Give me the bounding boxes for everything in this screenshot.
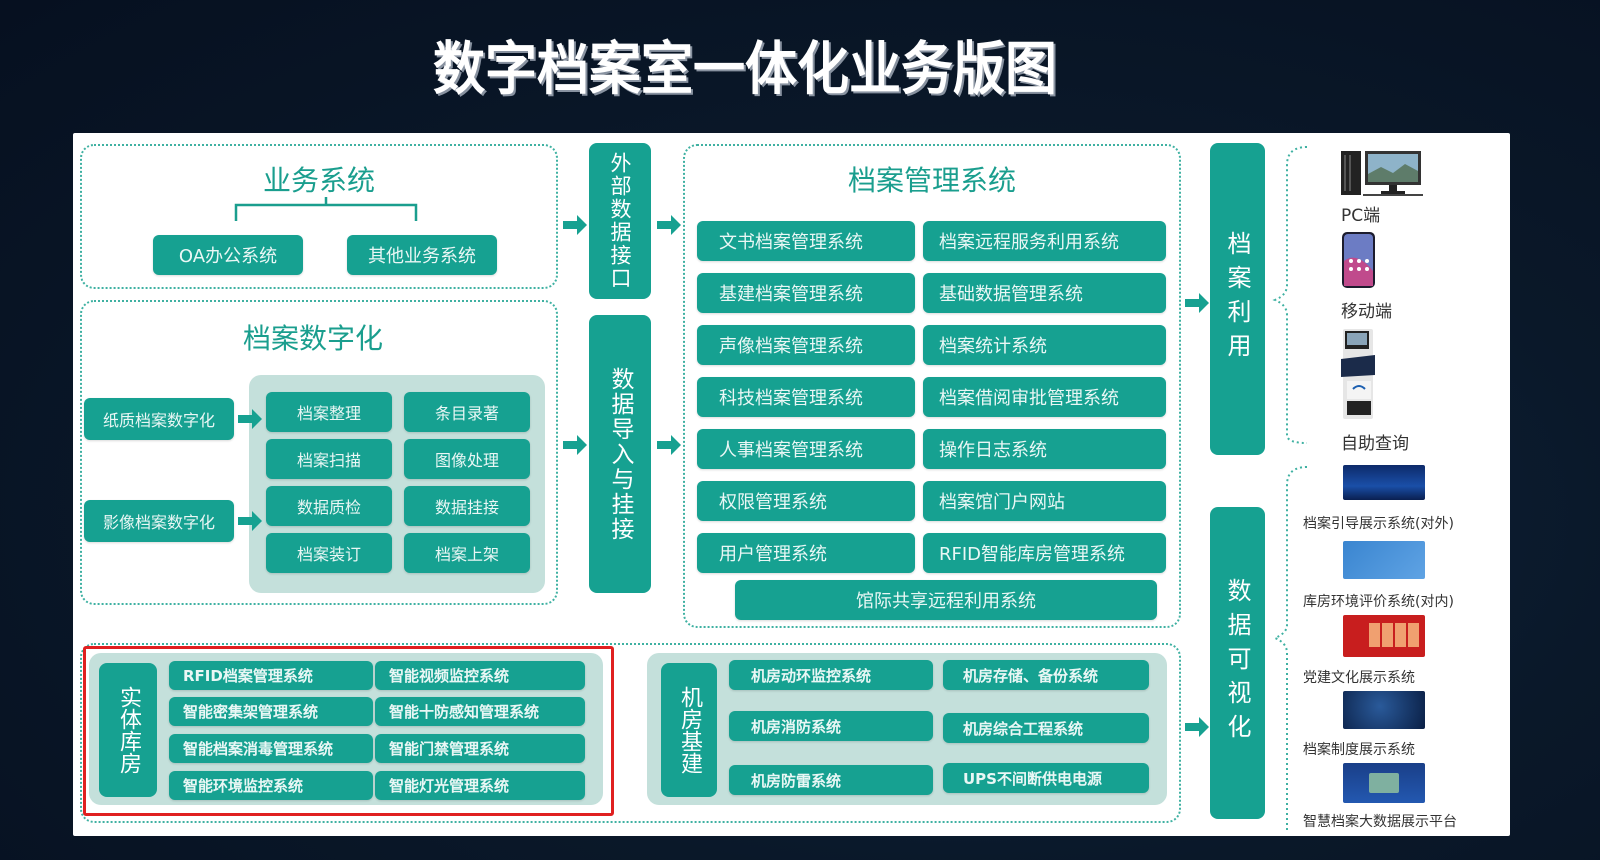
viz-label-party-culture: 党建文化展示系统 xyxy=(1303,670,1415,686)
device-label-kiosk: 自助查询 xyxy=(1341,434,1409,454)
machine-room-label: 机房基建 xyxy=(661,663,717,797)
arrow-right-icon xyxy=(563,215,587,235)
digitization-title: 档案数字化 xyxy=(242,322,383,355)
storage-item-lighting[interactable]: 智能灯光管理系统 xyxy=(375,771,585,800)
arrow-right-icon xyxy=(1185,717,1209,737)
party-culture-thumbnail xyxy=(1343,615,1425,657)
storage-item-disinfection[interactable]: 智能档案消毒管理系统 xyxy=(169,734,373,763)
business-systems-group xyxy=(80,144,558,289)
machine-item-storage-backup[interactable]: 机房存储、备份系统 xyxy=(943,660,1149,690)
arrow-right-icon xyxy=(657,435,681,455)
viz-label-policy-display: 档案制度展示系统 xyxy=(1303,742,1415,758)
storage-environment-thumbnail xyxy=(1343,541,1425,579)
mgmt-item-borrow-approval[interactable]: 档案借阅审批管理系统 xyxy=(923,377,1166,417)
storage-item-video-monitoring[interactable]: 智能视频监控系统 xyxy=(375,661,585,690)
policy-display-thumbnail xyxy=(1343,691,1425,729)
diagram-canvas: 业务系统 OA办公系统 其他业务系统 档案数字化 纸质档案数字化 影像档案数字化… xyxy=(73,133,1510,836)
business-systems-title: 业务系统 xyxy=(262,164,375,197)
brace-icon xyxy=(1272,466,1308,833)
step-binding-button[interactable]: 档案装订 xyxy=(266,533,392,573)
device-label-mobile: 移动端 xyxy=(1341,302,1392,322)
physical-storage-highlight xyxy=(83,646,614,816)
step-scanning-button[interactable]: 档案扫描 xyxy=(266,439,392,479)
oa-system-button[interactable]: OA办公系统 xyxy=(153,235,303,275)
arrow-right-icon xyxy=(238,511,262,531)
mgmt-item-permissions[interactable]: 权限管理系统 xyxy=(697,481,915,521)
storage-item-compact-shelving[interactable]: 智能密集架管理系统 xyxy=(169,697,373,726)
digitization-group xyxy=(80,300,558,605)
arrow-right-icon xyxy=(657,215,681,235)
mgmt-item-remote-service[interactable]: 档案远程服务利用系统 xyxy=(923,221,1166,261)
mgmt-item-audiovisual[interactable]: 声像档案管理系统 xyxy=(697,325,915,365)
archive-management-group xyxy=(683,144,1181,628)
mgmt-item-rfid-storage[interactable]: RFID智能库房管理系统 xyxy=(923,533,1166,573)
step-cataloging-button[interactable]: 条目录著 xyxy=(404,392,530,432)
mgmt-item-users[interactable]: 用户管理系统 xyxy=(697,533,915,573)
physical-storage-label: 实体库房 xyxy=(99,663,157,797)
image-digitization-button[interactable]: 影像档案数字化 xyxy=(84,500,234,542)
machine-item-integrated-engineering[interactable]: 机房综合工程系统 xyxy=(943,713,1149,743)
machine-item-lightning-protection[interactable]: 机房防雷系统 xyxy=(729,765,933,795)
storage-item-ten-protection[interactable]: 智能十防感知管理系统 xyxy=(375,697,585,726)
big-data-platform-thumbnail xyxy=(1343,763,1425,803)
storage-item-environment[interactable]: 智能环境监控系统 xyxy=(169,771,373,800)
kiosk-icon xyxy=(1341,329,1375,419)
archive-management-title: 档案管理系统 xyxy=(847,164,1016,197)
tree-connector-icon xyxy=(234,197,418,221)
data-visualization-label: 数据可视化 xyxy=(1210,507,1265,819)
brace-icon xyxy=(1272,146,1308,444)
archive-use-label: 档案利用 xyxy=(1210,143,1265,455)
viz-label-guide-display: 档案引导展示系统(对外) xyxy=(1303,516,1454,532)
step-quality-check-button[interactable]: 数据质检 xyxy=(266,486,392,526)
mgmt-item-interlibrary-sharing[interactable]: 馆际共享远程利用系统 xyxy=(735,580,1157,620)
data-import-linking: 数据导入与挂接 xyxy=(589,315,651,593)
mgmt-item-document[interactable]: 文书档案管理系统 xyxy=(697,221,915,261)
arrow-right-icon xyxy=(238,409,262,429)
step-organize-button[interactable]: 档案整理 xyxy=(266,392,392,432)
mgmt-item-infrastructure[interactable]: 基建档案管理系统 xyxy=(697,273,915,313)
paper-digitization-button[interactable]: 纸质档案数字化 xyxy=(84,398,234,440)
mgmt-item-technology[interactable]: 科技档案管理系统 xyxy=(697,377,915,417)
machine-item-ups[interactable]: UPS不间断供电电源 xyxy=(943,763,1149,793)
mgmt-item-portal[interactable]: 档案馆门户网站 xyxy=(923,481,1166,521)
mgmt-item-operation-log[interactable]: 操作日志系统 xyxy=(923,429,1166,469)
infrastructure-group xyxy=(80,643,1181,823)
mgmt-item-personnel[interactable]: 人事档案管理系统 xyxy=(697,429,915,469)
step-data-linking-button[interactable]: 数据挂接 xyxy=(404,486,530,526)
mgmt-item-statistics[interactable]: 档案统计系统 xyxy=(923,325,1166,365)
step-image-processing-button[interactable]: 图像处理 xyxy=(404,439,530,479)
step-shelving-button[interactable]: 档案上架 xyxy=(404,533,530,573)
machine-item-fire-protection[interactable]: 机房消防系统 xyxy=(729,711,933,741)
storage-item-rfid[interactable]: RFID档案管理系统 xyxy=(169,661,373,690)
other-business-system-button[interactable]: 其他业务系统 xyxy=(347,235,497,275)
mgmt-item-base-data[interactable]: 基础数据管理系统 xyxy=(923,273,1166,313)
storage-item-access-control[interactable]: 智能门禁管理系统 xyxy=(375,734,585,763)
page-title: 数字档案室一体化业务版图 xyxy=(432,36,1057,103)
arrow-right-icon xyxy=(563,435,587,455)
arrow-right-icon xyxy=(1185,293,1209,313)
desktop-pc-icon xyxy=(1341,151,1423,196)
device-label-pc: PC端 xyxy=(1341,206,1381,226)
smartphone-icon xyxy=(1342,232,1375,288)
viz-label-storage-environment: 库房环境评价系统(对内) xyxy=(1303,594,1454,610)
external-data-interface: 外部数据接口 xyxy=(589,143,651,299)
guide-display-thumbnail xyxy=(1343,465,1425,500)
viz-label-big-data-platform: 智慧档案大数据展示平台 xyxy=(1303,814,1457,830)
machine-item-power-env-monitoring[interactable]: 机房动环监控系统 xyxy=(729,660,933,690)
